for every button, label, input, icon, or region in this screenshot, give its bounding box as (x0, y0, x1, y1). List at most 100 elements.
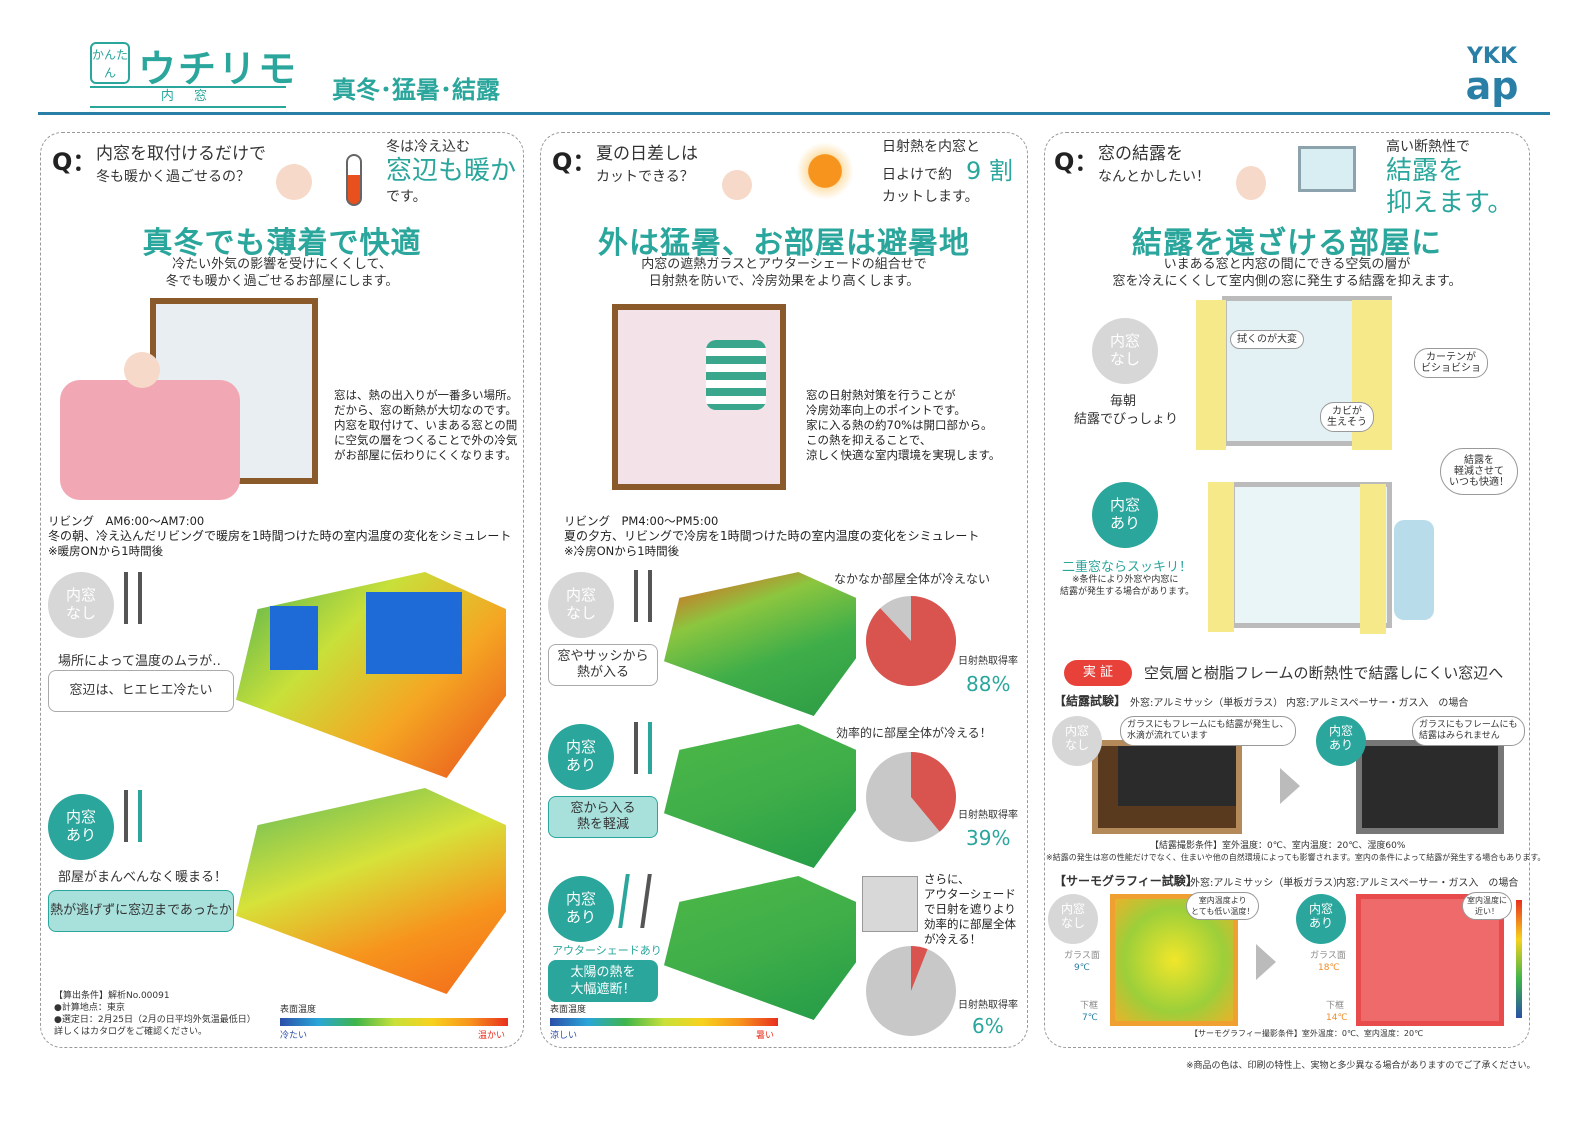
p2-row3-note: さらに、 アウターシェード で日射を遮りより 効率的に部屋全体 が冷える！ (924, 872, 1016, 947)
p2-answer-big: 9 割 (966, 157, 1013, 185)
p1-with-box: 熱が逃げずに窓辺まであったか (48, 890, 234, 932)
p3-arrow-2 (1256, 944, 1276, 980)
p2-headline: 外は猛暑、お部屋は避暑地 (598, 226, 970, 261)
brand-top: YKK (1466, 44, 1518, 69)
header-divider (38, 112, 1550, 115)
p1-answer-big: 窓辺も暖か (386, 156, 517, 186)
p2-pie-2 (866, 752, 956, 842)
p2-outer-shade-photo (862, 876, 918, 932)
p3-sub-2: 窓を冷えにくくして室内側の窓に発生する結露を抑えます。 (1112, 274, 1462, 289)
p2-row1-badge: 内窓 なし (548, 572, 614, 638)
p2-sim-3: ※冷房ONから1時間後 (564, 544, 680, 558)
p3-curtain-left-2 (1208, 482, 1234, 632)
p3-question-2: なんとかしたい！ (1098, 169, 1210, 185)
p1-body-line: だから、窓の断熱が大切なのです。 (334, 403, 517, 417)
thermometer-icon (346, 154, 362, 206)
p1-body-line: がお部屋に伝わりにくくなります。 (334, 448, 517, 462)
p2-body-line: この熱を抑えることで、 (806, 433, 932, 447)
hot-person-icon (722, 170, 752, 200)
p3-curtain-right-2 (1360, 484, 1386, 634)
p3-test1-with-text: 内窓 あり (1328, 724, 1353, 752)
p3-test2-cond: 【サーモグラフィー撮影条件】室外温度：0℃、室内温度：20℃ (1190, 1029, 1424, 1038)
p1-body-line: 窓は、熱の出入りが一番多い場所。 (334, 388, 518, 402)
p3-test1-with-badge: 内窓 あり (1316, 716, 1366, 766)
p1-body-line: 内窓を取付けて、いまある窓との間 (334, 418, 518, 432)
p3-test1-cond: 【結露撮影条件】室外温度：0℃、室内温度：20℃、湿度60% (1150, 841, 1406, 851)
p1-scale-cold: 冷たい (280, 1031, 308, 1041)
p2-man-standing (706, 340, 766, 410)
p3-answer-small: 高い断熱性で (1386, 139, 1470, 155)
p3-answer-big-1: 結露を (1386, 156, 1465, 186)
p1-sim-2: 冬の朝、冷え込んだリビングで暖房を1時間つけた時の室内温度の変化をシミュレート (48, 529, 512, 543)
p1-question-1: 内窓を取付けるだけで (96, 144, 266, 164)
p2-body: 窓の日射熱対策を行うことが 冷房効率向上のポイントです。 家に入る熱の約70%は… (806, 388, 1000, 463)
p1-sim-3: ※暖房ONから1時間後 (48, 544, 164, 558)
brand-bottom: ap (1465, 64, 1519, 108)
p3-glass-val-1: 9℃ (1074, 963, 1090, 973)
logo-subtitle: 内 窓 (90, 86, 286, 108)
wet-window-icon (1298, 146, 1356, 192)
p2-row3-note-line: が冷える！ (924, 932, 982, 946)
panel-condensation (1044, 132, 1530, 1048)
p3-without-cap-2: 結露でびっしょり (1074, 412, 1179, 427)
p3-glass-lbl-2: ガラス面 (1310, 951, 1346, 961)
p2-row3-note-line: アウターシェード (924, 887, 1016, 901)
p3-q-mark: Q： (1054, 148, 1099, 176)
p3-test1-photo-without (1092, 740, 1242, 834)
p3-test2-with-badge: 内窓 あり (1296, 894, 1346, 944)
p2-body-line: 涼しく快適な室内環境を実現します。 (806, 448, 1001, 462)
p2-row3-badge: 内窓 あり (548, 876, 614, 942)
p2-answer-3: カットします。 (882, 189, 979, 205)
p2-pie-3 (866, 946, 956, 1036)
p3-with-badge: 内窓 あり (1092, 482, 1158, 548)
p2-body-line: 家に入る熱の約70%は開口部から。 (806, 418, 993, 432)
p3-headline: 結露を遠ざける部屋に (1132, 226, 1442, 261)
p3-bubble-1: 拭くのが大変 (1230, 330, 1304, 349)
p1-without-badge: 内窓 なし (48, 572, 114, 638)
p3-question-1: 窓の結露を (1098, 144, 1183, 164)
p1-scale-warm: 温かい (478, 1031, 506, 1041)
p3-frame-val-1: 7℃ (1082, 1013, 1098, 1023)
p2-row3-sub: アウターシェードあり (552, 944, 662, 957)
p2-scale-warm: 暑い (756, 1031, 775, 1041)
p3-with-badge-text: 内窓 あり (1109, 496, 1140, 532)
p3-with-note-2: 結露が発生する場合があります。 (1060, 587, 1195, 597)
p3-answer-big-2: 抑えます。 (1386, 188, 1514, 218)
p2-row3-badge-text: 内窓 あり (565, 890, 596, 926)
p2-row2-badge-text: 内窓 あり (565, 738, 596, 774)
p2-row1-rate-label: 日射熱取得率 (958, 656, 1018, 667)
p2-row2-caption: 効率的に部屋全体が冷える！ (836, 726, 992, 740)
logo-badge: かんたん (90, 42, 130, 84)
p2-row3-note-line: さらに、 (924, 872, 970, 886)
troubled-person-icon (1236, 166, 1266, 200)
p2-answer-2a: 日よけで約 (882, 167, 952, 183)
p2-question-2: カットできる？ (596, 169, 694, 185)
p3-happy-woman (1394, 520, 1434, 620)
p2-sim-1: リビング PM4:00〜PM5:00 (564, 514, 719, 528)
p1-sub-2: 冬でも暖かく過ごせるお部屋にします。 (165, 274, 399, 289)
panel-summer (540, 132, 1028, 1048)
p3-test1-title: 【結露試験】 (1054, 694, 1127, 708)
p2-sub-2: 日射熱を防いで、冷房効果をより高くします。 (648, 274, 920, 289)
p3-curtain-left (1196, 300, 1226, 450)
p3-frame-lbl-1: 下框 (1080, 1001, 1099, 1011)
p3-test1-without-badge: 内窓 なし (1052, 716, 1102, 766)
p1-scale-title: 表面温度 (280, 1005, 317, 1015)
p2-single-window-icon (634, 570, 652, 622)
p1-cold-window-2 (366, 592, 462, 674)
p2-sub-1: 内窓の遮熱ガラスとアウターシェードの組合せで (641, 257, 927, 272)
p1-cond-4: 詳しくはカタログをご確認ください。 (54, 1027, 208, 1037)
p3-test2-inner: 内窓:アルミスペーサー・ガス入 の場合 (1336, 878, 1519, 889)
p1-with-caption: 部屋がまんべんなく暖まる！ (58, 870, 228, 885)
p2-row1-box: 窓やサッシから 熱が入る (548, 644, 658, 686)
p2-row3-note-line: 効率的に部屋全体 (924, 917, 1016, 931)
logo-wordmark: ウチリモ (138, 47, 299, 91)
p2-row1-caption: なかなか部屋全体が冷えない (834, 572, 991, 586)
p1-cond-1: 【算出条件】解析No.00091 (54, 991, 170, 1001)
p3-bubble-4: 結露を 軽減させて いつも快適！ (1440, 448, 1518, 495)
p3-with-note-1: ※条件により外窓や内窓に (1072, 575, 1179, 585)
p1-question-2: 冬も暖かく過ごせるの？ (96, 169, 250, 185)
p3-without-badge-text: 内窓 なし (1109, 332, 1140, 368)
p2-body-line: 冷房効率向上のポイントです。 (806, 403, 966, 417)
